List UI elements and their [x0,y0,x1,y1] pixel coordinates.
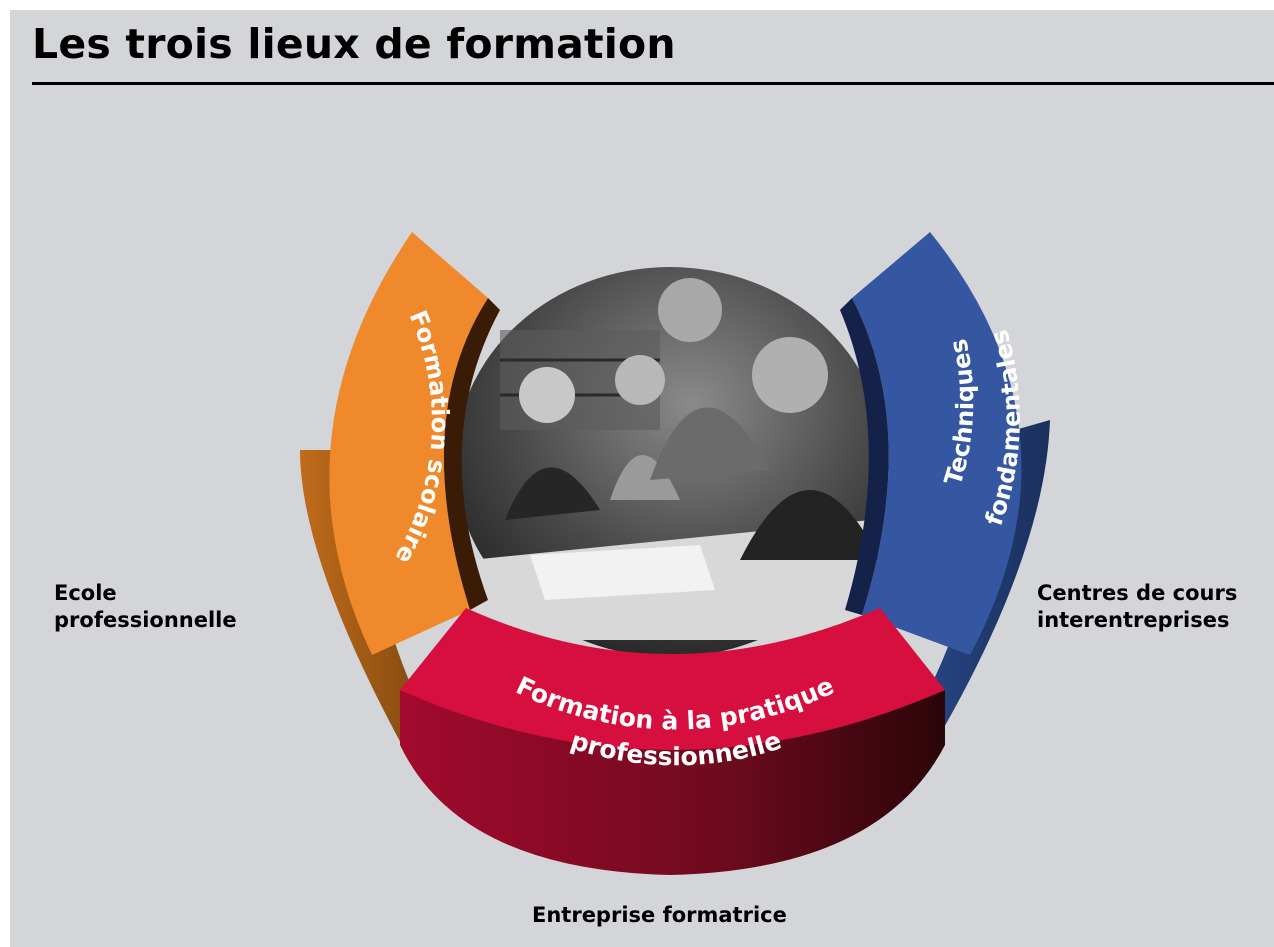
place-label-entreprise-formatrice: Entreprise formatrice [532,903,787,927]
place-label-line: Centres de cours [1037,581,1238,605]
place-label-line: Ecole [54,581,117,605]
segment-techniques-fondamentales: Techniques fondamentales [840,232,1050,760]
place-label-ecole-professionnelle: Ecole professionnelle [54,580,237,634]
classroom-photo [455,267,885,657]
place-label-centres-de-cours: Centres de cours interentreprises [1037,580,1237,634]
page-title: Les trois lieux de formation [32,20,676,68]
segment-formation-scolaire: Formation scolaire [300,232,500,760]
segment-formation-pratique: Formation à la pratique professionnelle [400,608,945,875]
place-label-line: interentreprises [1037,608,1230,632]
title-underline [32,82,1274,85]
place-label-line: professionnelle [54,608,237,632]
